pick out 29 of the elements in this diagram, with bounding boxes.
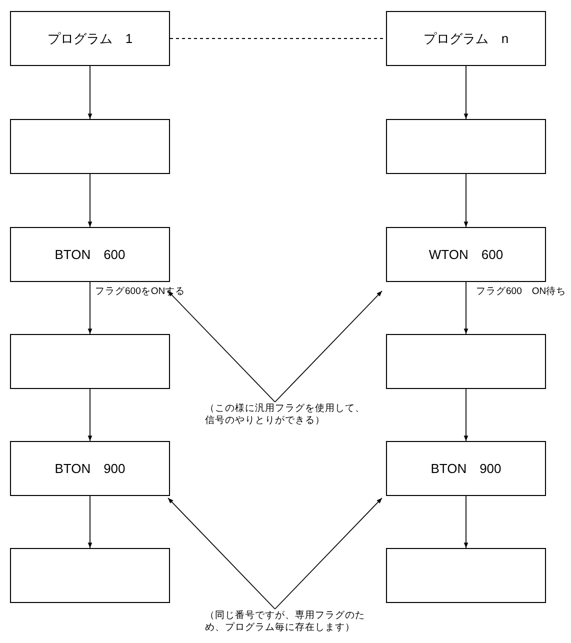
arrow — [464, 282, 468, 334]
process-box: BTON 600 — [10, 227, 170, 282]
empty-box — [386, 334, 546, 389]
arrow — [88, 174, 92, 228]
arrow — [464, 174, 468, 228]
arrow — [274, 290, 382, 402]
arrow — [88, 496, 92, 548]
empty-box — [10, 548, 170, 603]
note-text: （この様に汎用フラグを使用して、信号のやりとりができる） — [205, 403, 365, 427]
arrow — [88, 282, 92, 334]
arrow — [464, 66, 468, 120]
empty-box — [10, 334, 170, 389]
process-box: プログラム 1 — [10, 11, 170, 66]
step-note: フラグ600 ON待ち — [476, 285, 566, 298]
empty-box — [386, 548, 546, 603]
arrow — [88, 66, 92, 120]
empty-box — [10, 119, 170, 174]
process-box: プログラム n — [386, 11, 546, 66]
note-text: （同じ番号ですが、専用フラグのため、プログラム毎に存在します） — [205, 610, 378, 634]
process-box: WTON 600 — [386, 227, 546, 282]
process-box: BTON 900 — [10, 441, 170, 496]
process-box: BTON 900 — [386, 441, 546, 496]
arrow — [274, 498, 382, 610]
arrow — [168, 290, 276, 402]
arrow — [168, 498, 276, 610]
arrow — [88, 388, 92, 442]
empty-box — [386, 119, 546, 174]
arrow — [464, 388, 468, 442]
arrow — [464, 496, 468, 548]
